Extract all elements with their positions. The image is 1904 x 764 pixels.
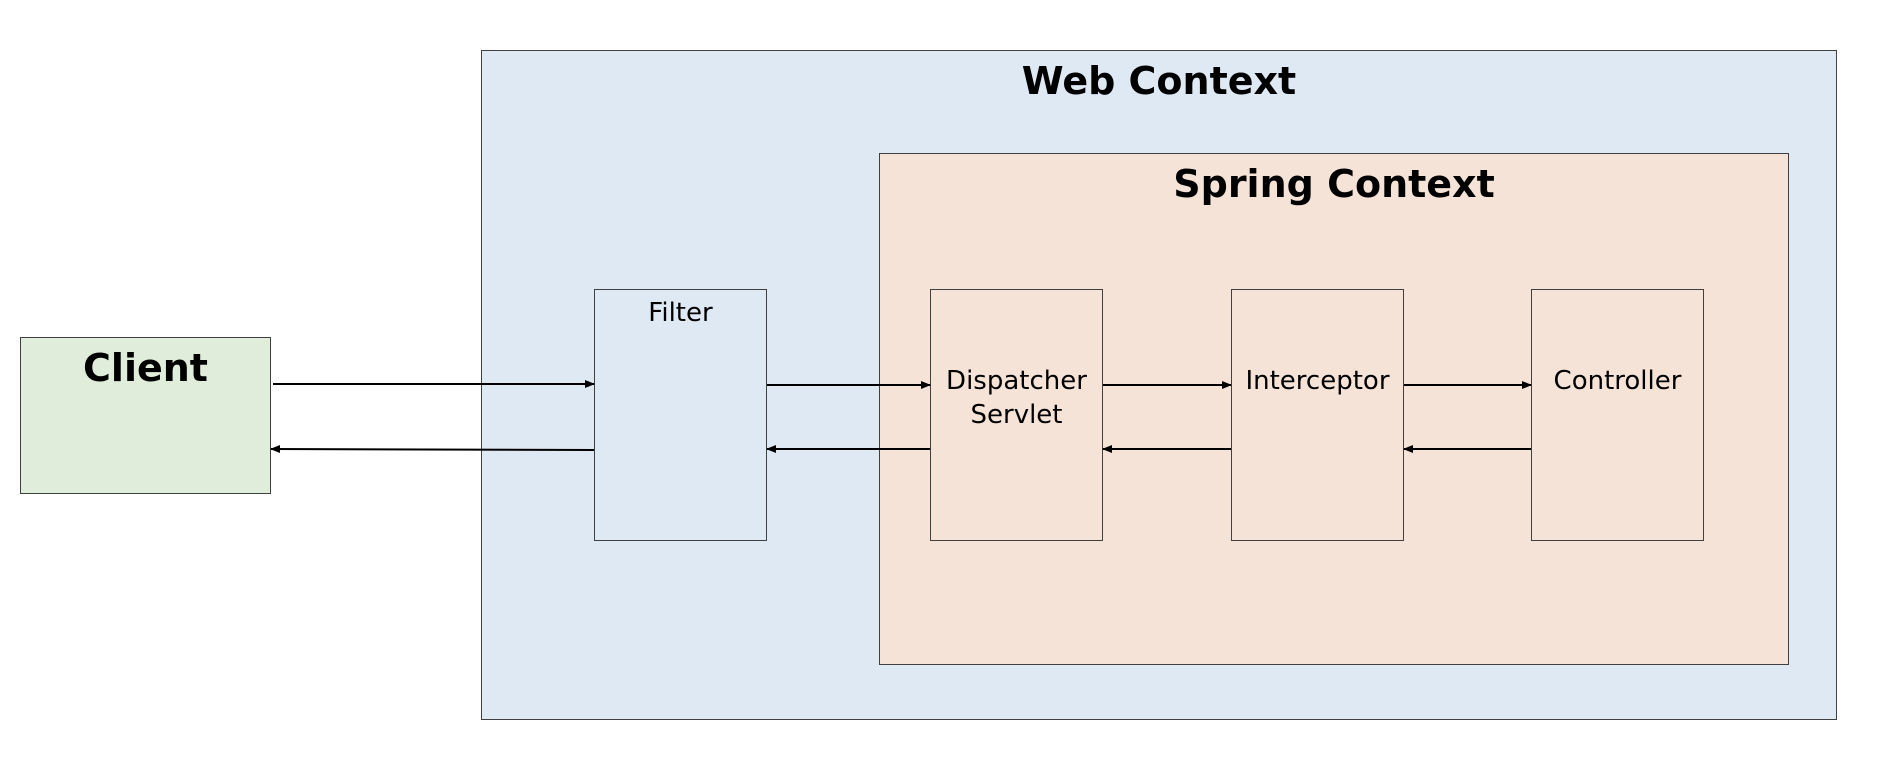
client-title: Client: [83, 346, 208, 390]
filter-label: Filter: [648, 298, 713, 328]
dispatcher-label-line1: Dispatcher: [946, 366, 1087, 396]
spring-context-title: Spring Context: [1173, 162, 1495, 206]
interceptor-label: Interceptor: [1245, 366, 1390, 396]
controller-label: Controller: [1553, 366, 1682, 396]
web-context-title: Web Context: [1021, 59, 1297, 103]
interceptor-box: Interceptor: [1231, 289, 1404, 541]
dispatcher-label-line2: Servlet: [970, 400, 1063, 430]
filter-box: Filter: [594, 289, 767, 541]
dispatcher-servlet-label: Dispatcher Servlet: [931, 364, 1102, 432]
dispatcher-servlet-box: Dispatcher Servlet: [930, 289, 1103, 541]
client-box: Client: [20, 337, 271, 494]
controller-box: Controller: [1531, 289, 1704, 541]
